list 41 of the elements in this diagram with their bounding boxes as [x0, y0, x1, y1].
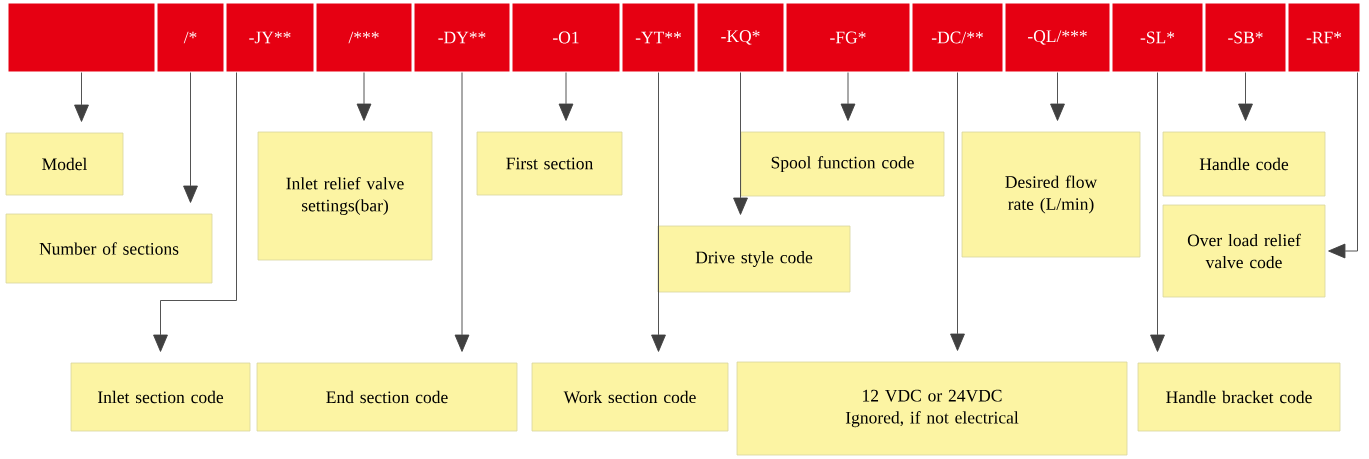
description-box: Drive style code: [657, 225, 851, 293]
arrow: [183, 72, 198, 203]
description-box: Spool function code: [740, 131, 945, 197]
arrow: [1150, 72, 1165, 352]
code-segment-box: -O1: [511, 2, 621, 73]
description-box: Inlet section code: [70, 362, 251, 432]
code-segment-box: -SL*: [1111, 2, 1204, 73]
description-box: Over load relief valve code: [1162, 204, 1326, 298]
arrow: [1328, 72, 1358, 259]
code-segment-box: -QL/***: [1004, 2, 1111, 73]
arrow: [1238, 72, 1253, 121]
arrow: [74, 72, 89, 122]
arrow: [840, 72, 856, 121]
code-segment-box: -SB*: [1204, 2, 1287, 73]
code-segment-box: -RF*: [1287, 2, 1361, 73]
description-box: Inlet relief valve settings(bar): [257, 131, 433, 261]
description-box: 12 VDC or 24VDC Ignored, if not electrical: [736, 361, 1128, 456]
arrow: [651, 72, 666, 352]
description-box: Desired flow rate (L/min): [961, 131, 1141, 258]
description-box: Model: [5, 132, 124, 196]
description-box: Number of sections: [5, 213, 213, 284]
arrow: [153, 72, 237, 352]
code-segment-box: /*: [156, 2, 225, 73]
arrow: [733, 72, 748, 215]
code-segment-box: -KQ*: [696, 2, 785, 73]
code-segment-box: -JY**: [225, 2, 315, 73]
code-segment-box: -DC/**: [911, 2, 1004, 73]
arrow: [356, 72, 372, 121]
code-segment-box: /***: [315, 2, 413, 73]
arrow: [558, 72, 574, 121]
description-box: Handle code: [1162, 131, 1326, 197]
code-segment-box: -FG*: [785, 2, 911, 73]
description-box: End section code: [256, 362, 518, 432]
description-box: First section: [476, 131, 623, 196]
code-segment-box: -DY**: [413, 2, 511, 73]
code-segment-box: -YT**: [621, 2, 696, 73]
arrow: [950, 72, 965, 351]
description-box: Work section code: [531, 362, 729, 432]
description-box: Handle bracket code: [1137, 362, 1341, 432]
arrow: [454, 72, 470, 352]
arrow: [1050, 72, 1065, 121]
